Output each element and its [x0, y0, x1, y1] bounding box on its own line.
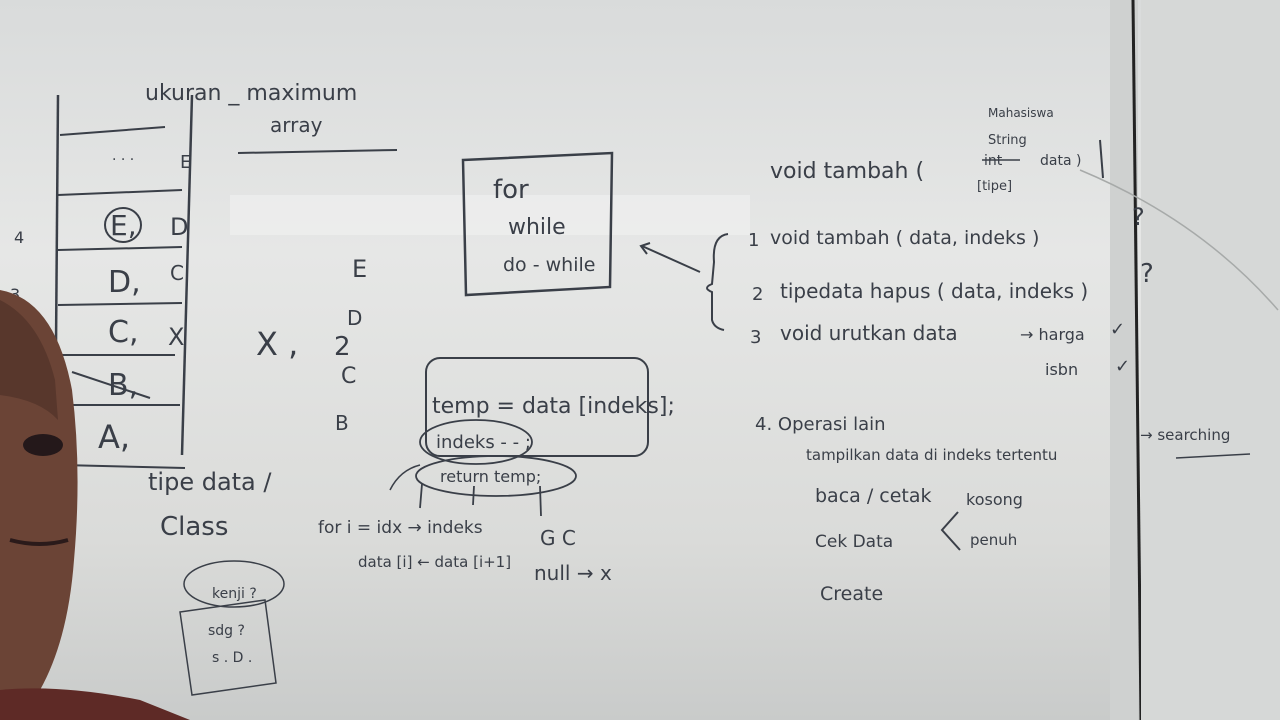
arrow-to-loop-box: [641, 245, 701, 273]
header-data: data ): [1040, 153, 1081, 169]
stack-entry-1: E,: [110, 209, 137, 242]
adjacent-board: [1141, 0, 1280, 720]
sort-key-1: → harga: [1020, 325, 1085, 344]
other-item-4: Create: [820, 583, 883, 605]
middle-letter-c: C: [341, 364, 356, 389]
other-item-3: Cek Data: [815, 532, 893, 552]
gc-note: G C: [540, 526, 576, 550]
check-brace: [940, 511, 961, 551]
check-option-penuh: penuh: [970, 531, 1017, 549]
item-1-mark: ?: [1132, 203, 1145, 231]
small-box-line1: sdg ?: [208, 623, 245, 639]
method-header: void tambah (: [770, 159, 924, 184]
item-2-num: 2: [752, 284, 763, 305]
loop-box: [461, 151, 614, 297]
code-box: [425, 357, 649, 457]
type-int: int: [984, 153, 1003, 169]
item-2-mark: ?: [1140, 259, 1154, 289]
item-1-num: 1: [748, 230, 759, 251]
small-oval-text: kenji ?: [212, 586, 257, 602]
other-item-1: tampilkan data di indeks tertentu: [806, 446, 1057, 464]
person-foreground: [0, 290, 190, 720]
middle-letter-b: B: [335, 411, 349, 435]
null-note: null → x: [534, 561, 612, 585]
return-circle: [415, 455, 577, 497]
stack-title-line1: ukuran _ maximum: [145, 81, 357, 106]
loop-note-line1: for i = idx → indeks: [318, 518, 483, 538]
small-oval: [183, 560, 285, 608]
brace: [706, 233, 729, 331]
item-3-num: 3: [750, 327, 761, 348]
code-circle: [419, 419, 533, 465]
stack-right-line: [180, 94, 194, 456]
other-header: 4. Operasi lain: [755, 414, 886, 435]
loop-line3: do - while: [503, 254, 595, 276]
middle-x-label: X ,: [256, 325, 298, 363]
item-3-text: void urutkan data: [780, 321, 958, 345]
arrowhead: [639, 242, 651, 255]
sort-key-2: isbn: [1045, 360, 1078, 379]
middle-number-2: 2: [334, 332, 351, 362]
margin-number-4: 4: [14, 228, 24, 247]
stack-side-1: D: [170, 213, 188, 241]
margin-number-3: 3: [10, 285, 20, 304]
sort-key-2-mark: ✓: [1115, 356, 1130, 377]
board-edge-line: [1131, 0, 1143, 720]
caption-line1: tipe data /: [148, 468, 272, 496]
stack-diagram: . . .: [53, 94, 194, 471]
type-string: String: [988, 133, 1027, 148]
strike-through: [71, 371, 151, 399]
code-line2: indeks - - ;: [436, 432, 531, 453]
stack-entry-2: D,: [108, 265, 141, 300]
searching-note: → searching: [1140, 426, 1230, 444]
title-underline: [237, 149, 398, 154]
stack-entry-3: C,: [108, 315, 138, 350]
small-box: [179, 599, 277, 696]
caption-line2: Class: [160, 512, 228, 542]
code-line1: temp = data [indeks];: [432, 394, 675, 419]
middle-letter-e: E: [352, 255, 367, 283]
type-mahasiswa: Mahasiswa: [988, 106, 1054, 120]
sort-key-1-mark: ✓: [1110, 319, 1125, 340]
middle-letter-d: D: [347, 306, 362, 330]
eye: [23, 434, 63, 456]
light-glare: [230, 195, 750, 235]
item-2-text: tipedata hapus ( data, indeks ): [780, 279, 1088, 303]
stack-side-2: C: [170, 261, 184, 285]
loop-line1: for: [493, 175, 529, 205]
code-line3: return temp;: [440, 467, 541, 486]
other-item-2: baca / cetak: [815, 485, 932, 507]
searching-underline: [1175, 453, 1251, 459]
check-option-kosong: kosong: [966, 490, 1023, 509]
stack-entry-5: A,: [98, 418, 130, 456]
faint-arc: [1079, 169, 1279, 311]
shirt: [0, 688, 190, 720]
stack-dots: . . .: [112, 148, 134, 164]
stack-title-line2: array: [270, 113, 323, 137]
loop-line2: while: [508, 215, 566, 240]
tipe-note: [tipe]: [977, 179, 1012, 194]
small-box-line2: s . D .: [212, 650, 252, 666]
item-1-text: void tambah ( data, indeks ): [770, 227, 1039, 249]
stack-side-3: X: [168, 323, 184, 351]
stack-top-marker: E: [180, 152, 191, 173]
mouth: [9, 538, 69, 546]
loop-note-line2: data [i] ← data [i+1]: [358, 553, 511, 571]
circled-entry: [104, 207, 142, 243]
